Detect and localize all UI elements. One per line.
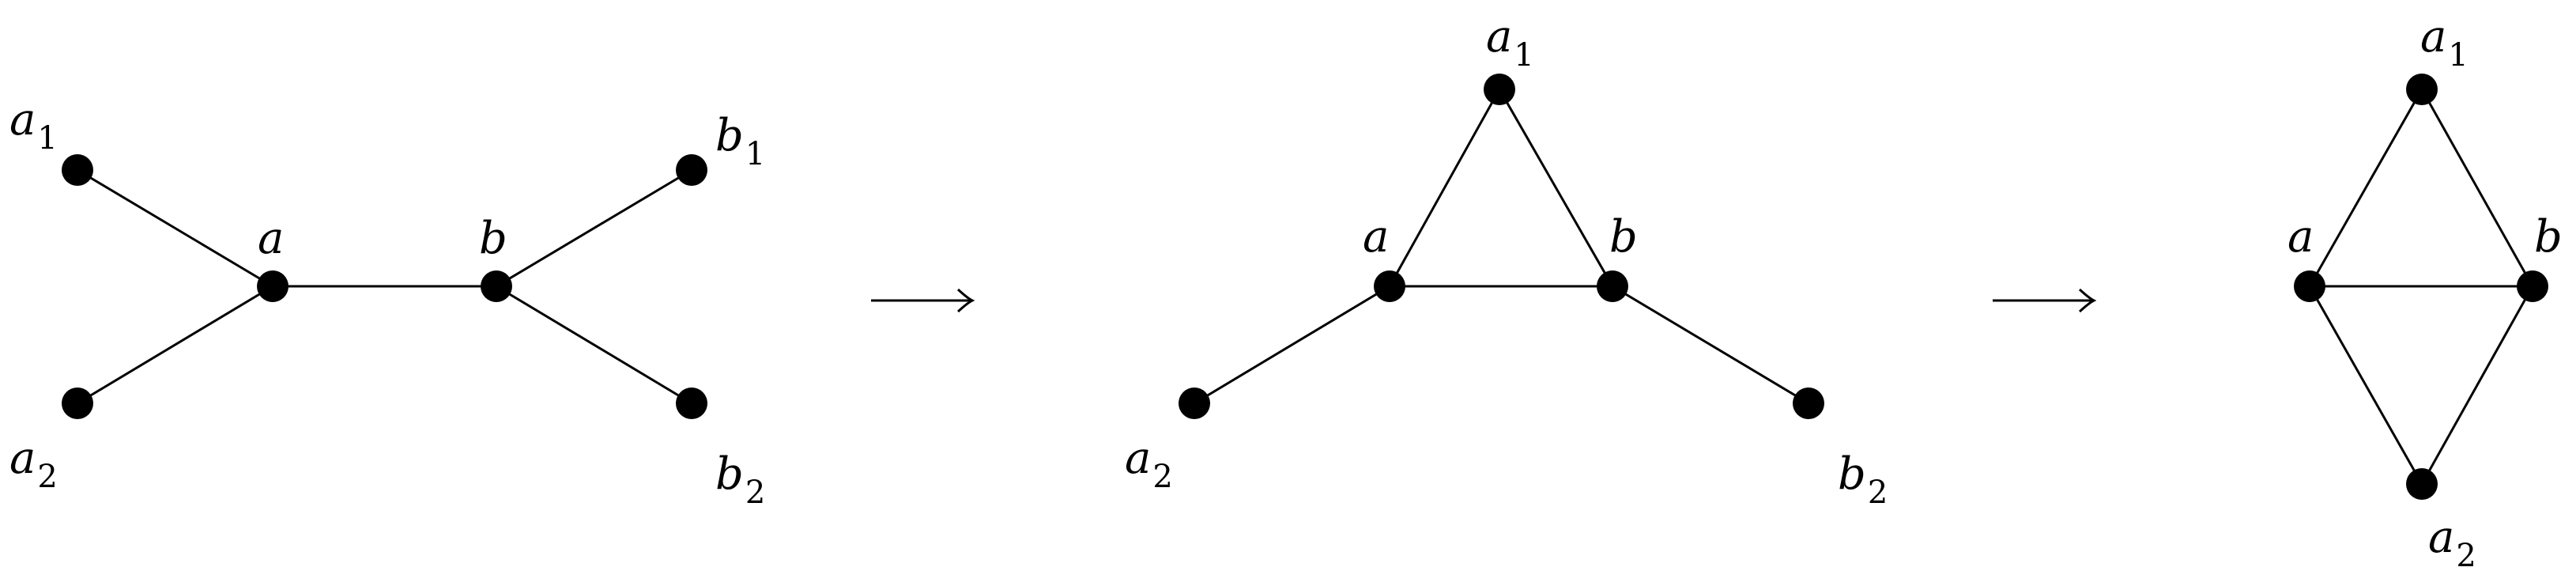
node-label-subscript: 2	[1868, 474, 1888, 511]
transform-arrow-icon	[871, 288, 975, 313]
node-label-subscript: 2	[2456, 538, 2476, 574]
node-label-a: a	[258, 213, 284, 264]
edge-a1-b	[2420, 89, 2534, 287]
node-label-a1: a1	[2420, 11, 2469, 74]
node-label-letter: a	[1125, 433, 1151, 484]
edge-a1-a	[1388, 89, 1501, 287]
node-a	[257, 270, 289, 302]
node-label-letter: a	[2287, 211, 2314, 263]
node-label-subscript: 1	[1514, 37, 1533, 74]
node-label-b2: b2	[715, 448, 765, 511]
edge-a1-a	[77, 168, 273, 288]
node-label-letter: b	[715, 448, 744, 500]
node-a2	[62, 388, 93, 419]
node-label-subscript: 1	[745, 136, 765, 172]
node-b2	[676, 388, 707, 419]
edge-a1-b	[1498, 89, 1614, 287]
node-label-letter: a	[2428, 512, 2454, 563]
node-a2	[2406, 468, 2438, 500]
node-label-letter: b	[1609, 211, 1638, 263]
node-a	[1374, 270, 1405, 302]
node-b	[481, 270, 512, 302]
node-label-b: b	[2534, 211, 2563, 263]
node-label-b2: b2	[1838, 448, 1888, 511]
node-a1	[62, 154, 93, 186]
edge-a1-a	[2308, 89, 2423, 287]
node-label-letter: a	[9, 433, 36, 484]
node-label-a2: a2	[9, 433, 58, 495]
node-label-letter: a	[1363, 211, 1389, 263]
node-a2	[1179, 388, 1210, 419]
node-label-subscript: 2	[1152, 459, 1172, 495]
node-label-letter: b	[715, 110, 744, 161]
edge-a2-a	[77, 285, 273, 405]
node-label-letter: b	[2534, 211, 2563, 263]
node-label-b1: b1	[715, 110, 765, 172]
node-label-a2: a2	[1125, 433, 1173, 495]
node-a	[2294, 270, 2325, 302]
node-label-letter: b	[479, 213, 507, 264]
edge-b-b2	[496, 285, 692, 405]
edge-a-a2	[1194, 285, 1390, 405]
node-a1	[1484, 74, 1515, 105]
node-label-a1: a1	[9, 94, 58, 157]
node-label-subscript: 1	[37, 120, 57, 157]
node-b	[1597, 270, 1628, 302]
node-label-a: a	[2287, 211, 2314, 263]
node-label-a: a	[1363, 211, 1389, 263]
edge-b-b2	[1612, 285, 1809, 405]
node-label-subscript: 2	[37, 459, 57, 495]
edge-a-a2	[2308, 285, 2423, 485]
node-label-letter: a	[1486, 11, 1512, 62]
node-label-subscript: 2	[745, 474, 765, 511]
edge-b-b1	[496, 168, 692, 288]
node-label-subscript: 1	[2448, 37, 2468, 74]
node-label-letter: b	[1838, 448, 1866, 500]
node-label-letter: a	[258, 213, 284, 264]
node-label-b: b	[479, 213, 507, 264]
node-label-letter: a	[9, 94, 36, 146]
node-a1	[2406, 74, 2438, 105]
node-label-letter: a	[2420, 11, 2446, 62]
node-label-a1: a1	[1486, 11, 1534, 74]
node-label-b: b	[1609, 211, 1638, 263]
node-b1	[676, 154, 707, 186]
node-label-a2: a2	[2428, 512, 2476, 574]
edge-b-a2	[2420, 285, 2534, 485]
node-b	[2517, 270, 2548, 302]
node-b2	[1793, 388, 1824, 419]
transform-arrow-icon	[1993, 288, 2097, 313]
